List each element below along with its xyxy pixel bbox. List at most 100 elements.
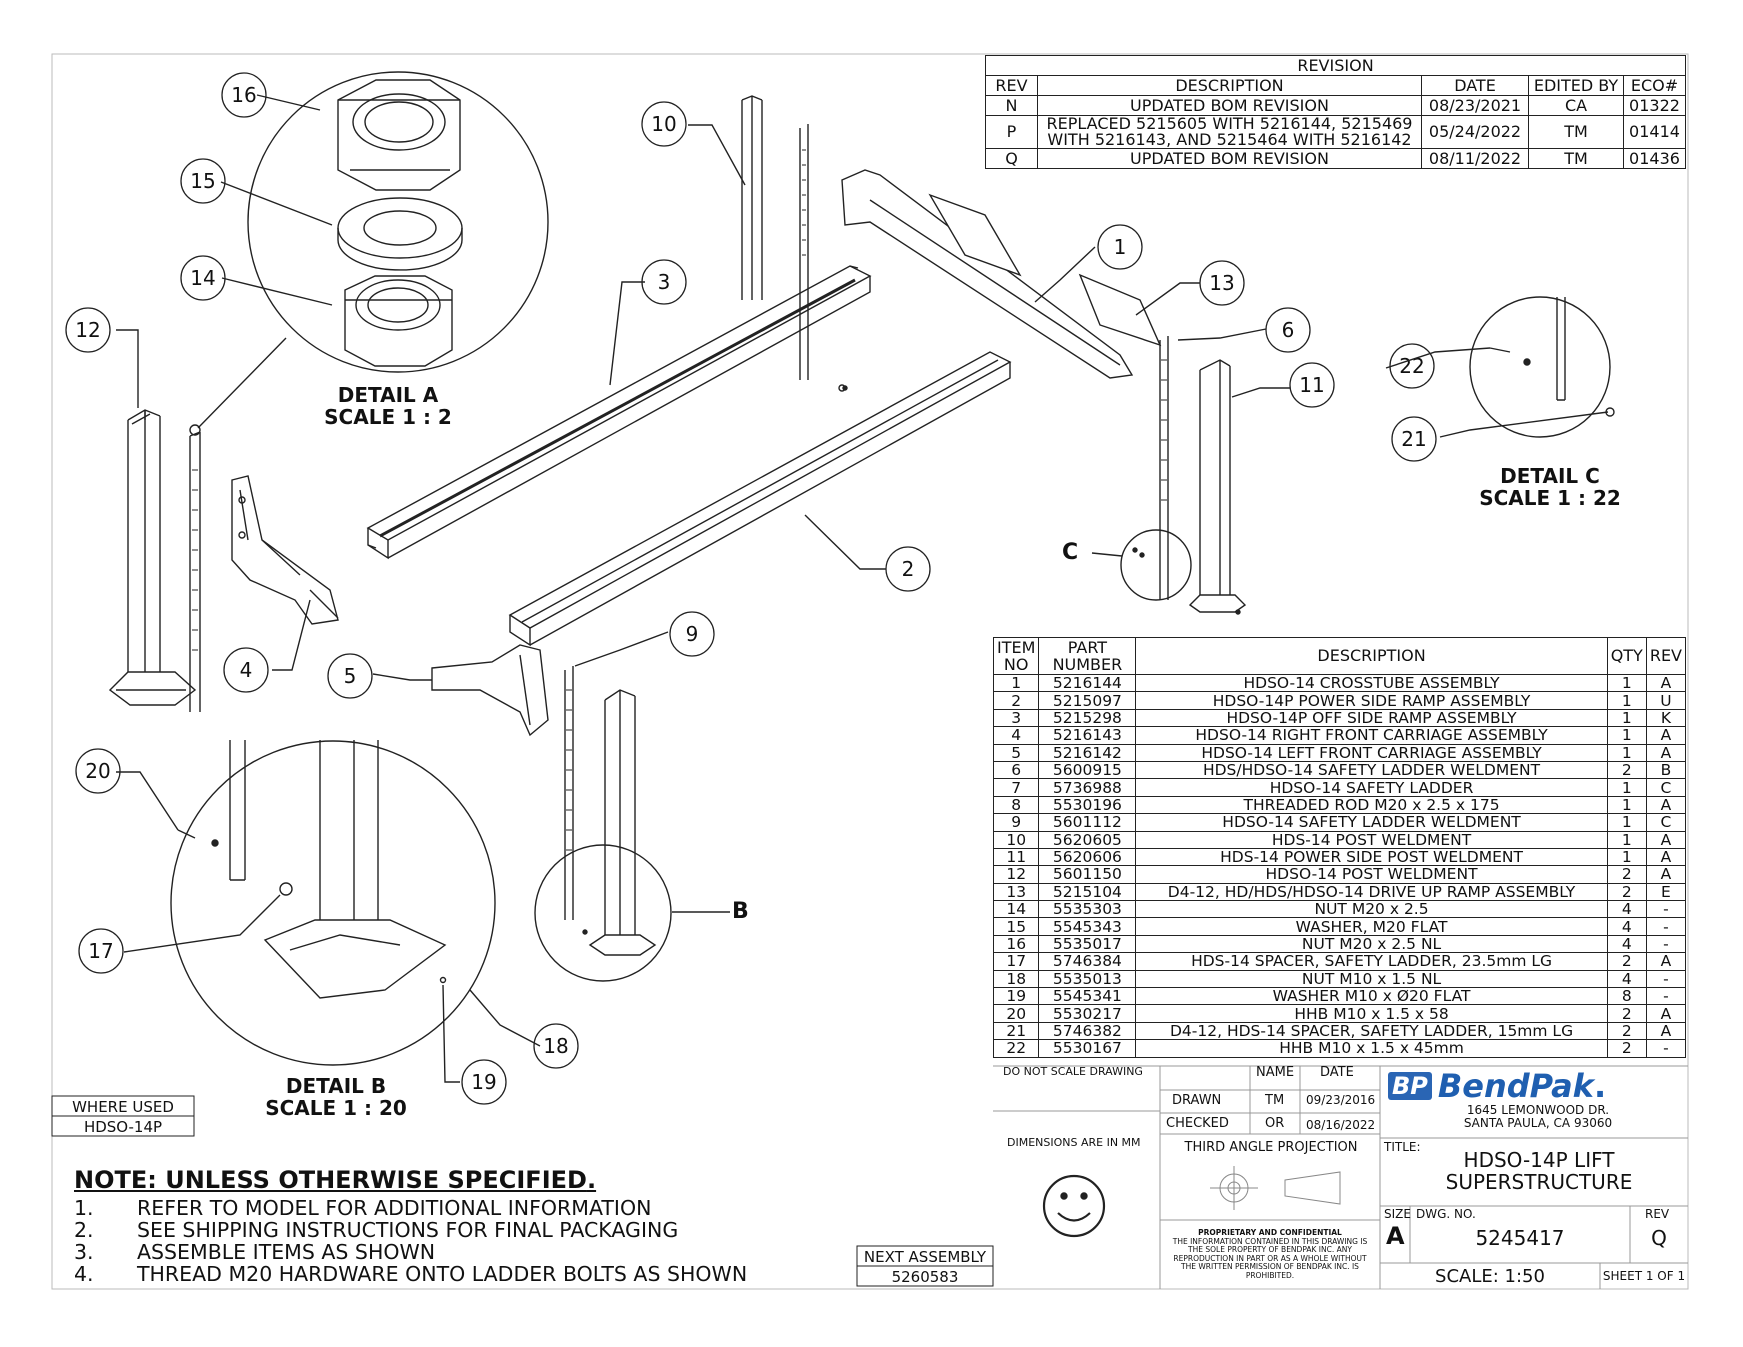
bom-description: HDSO-14P POWER SIDE RAMP ASSEMBLY bbox=[1135, 691, 1608, 710]
title-label: TITLE: bbox=[1384, 1140, 1421, 1154]
bom-item: 8 bbox=[992, 795, 1040, 815]
note-text: THREAD M20 HARDWARE ONTO LADDER BOLTS AS… bbox=[137, 1262, 748, 1286]
revision-description: UPDATED BOM REVISION bbox=[1037, 95, 1422, 116]
bom-qty: 1 bbox=[1606, 778, 1647, 797]
bom-part: 5601150 bbox=[1038, 865, 1137, 884]
bom-item: 2 bbox=[992, 691, 1040, 710]
bom-header-qty: QTY bbox=[1606, 637, 1647, 675]
bom-part: 5215097 bbox=[1038, 691, 1137, 710]
bom-rev: - bbox=[1645, 1039, 1687, 1058]
bom-item: 3 bbox=[992, 708, 1040, 728]
bom-qty: 2 bbox=[1606, 1004, 1647, 1023]
detail-b-callout: B bbox=[732, 899, 749, 924]
detail-b-scale: SCALE 1 : 20 bbox=[265, 1096, 407, 1120]
bom-part: 5216143 bbox=[1038, 726, 1137, 745]
detail-c-marker bbox=[1120, 529, 1192, 601]
notes-title: NOTE: UNLESS OTHERWISE SPECIFIED. bbox=[74, 1166, 596, 1194]
balloon-number: 5 bbox=[344, 664, 357, 688]
bom-item: 9 bbox=[992, 813, 1040, 832]
bom-description: NUT M20 x 2.5 bbox=[1135, 900, 1608, 919]
balloon: 20 bbox=[75, 748, 121, 794]
bom-rev: E bbox=[1645, 882, 1687, 902]
bom-header-part-1: PART bbox=[1067, 638, 1108, 657]
checked-label: CHECKED bbox=[1166, 1116, 1229, 1131]
note-text: REFER TO MODEL FOR ADDITIONAL INFORMATIO… bbox=[137, 1196, 652, 1220]
bom-qty: 1 bbox=[1606, 673, 1647, 693]
bom-rev: - bbox=[1645, 917, 1687, 936]
carriage-5 bbox=[431, 644, 549, 737]
bom-qty: 4 bbox=[1606, 900, 1647, 919]
balloon-number: 20 bbox=[85, 759, 110, 783]
balloon-circle bbox=[327, 653, 373, 699]
rev-value: Q bbox=[1651, 1226, 1667, 1250]
revision-title: REVISION bbox=[985, 55, 1686, 76]
bom-rev: A bbox=[1645, 795, 1687, 815]
bom-description: HDS-14 POST WELDMENT bbox=[1135, 830, 1608, 849]
bom-rev: - bbox=[1645, 900, 1687, 919]
detail-b-marker bbox=[534, 844, 672, 982]
bom-item: 19 bbox=[992, 987, 1040, 1006]
detail-c-callout: C bbox=[1062, 540, 1079, 565]
dwg-no-label: DWG. NO. bbox=[1416, 1207, 1476, 1221]
balloon-circle bbox=[180, 255, 226, 301]
balloon: 10 bbox=[641, 101, 687, 147]
bom-description: HDSO-14 SAFETY LADDER WELDMENT bbox=[1135, 813, 1608, 832]
proprietary-line: REPRODUCTION IN PART OR AS A WHOLE WITHO… bbox=[1173, 1253, 1367, 1263]
detail-c-scale: SCALE 1 : 22 bbox=[1479, 486, 1621, 510]
detail-c-view bbox=[1469, 296, 1615, 438]
bom-rev: C bbox=[1645, 813, 1687, 832]
do-not-scale: DO NOT SCALE DRAWING bbox=[1003, 1065, 1143, 1078]
bom-qty: 2 bbox=[1606, 1039, 1647, 1058]
balloon-circle bbox=[1289, 362, 1335, 408]
size-value: A bbox=[1386, 1222, 1405, 1250]
leader-lines bbox=[116, 94, 1609, 1083]
bom-part: 5216144 bbox=[1038, 673, 1137, 693]
bom-description: HDSO-14 SAFETY LADDER bbox=[1135, 778, 1608, 797]
ladder-9 bbox=[564, 666, 657, 956]
detail-a-scale: SCALE 1 : 2 bbox=[324, 405, 452, 429]
balloon: 21 bbox=[1391, 416, 1437, 462]
bom-description: HDS-14 SPACER, SAFETY LADDER, 23.5mm LG bbox=[1135, 952, 1608, 971]
address-1: 1645 LEMONWOOD DR. bbox=[1466, 1103, 1610, 1117]
bom-item: 4 bbox=[992, 726, 1040, 745]
detail-c-leader bbox=[1091, 552, 1123, 557]
detail-a-view bbox=[197, 71, 549, 429]
bom-qty: 1 bbox=[1606, 813, 1647, 832]
bom-rev: B bbox=[1645, 760, 1687, 780]
bom-item: 10 bbox=[992, 830, 1040, 849]
balloon-number: 3 bbox=[658, 270, 671, 294]
bom-description: HDS/HDSO-14 SAFETY LADDER WELDMENT bbox=[1135, 760, 1608, 780]
proprietary-line: THE WRITTEN PERMISSION OF BENDPAK INC. I… bbox=[1181, 1262, 1359, 1271]
balloon-number: 18 bbox=[543, 1034, 568, 1058]
bom-description: NUT M10 x 1.5 NL bbox=[1135, 969, 1608, 989]
date-header: DATE bbox=[1320, 1065, 1354, 1080]
balloon: 2 bbox=[885, 546, 931, 592]
drawn-date: 09/23/2016 bbox=[1306, 1093, 1376, 1107]
balloon-circle bbox=[461, 1059, 507, 1105]
balloon-circle bbox=[221, 72, 267, 118]
bom-qty: 1 bbox=[1606, 708, 1647, 728]
sheet-value: SHEET 1 OF 1 bbox=[1602, 1269, 1686, 1283]
balloon-number: 13 bbox=[1209, 271, 1234, 295]
balloon: 12 bbox=[65, 307, 111, 353]
notes-title-text: NOTE: UNLESS OTHERWISE SPECIFIED bbox=[74, 1166, 587, 1194]
proprietary-line: PROHIBITED. bbox=[1245, 1270, 1295, 1280]
bom-rev: A bbox=[1645, 847, 1687, 867]
revision-rev: Q bbox=[985, 148, 1038, 169]
power-side-ramp-2 bbox=[508, 351, 1012, 647]
bom-rev: A bbox=[1645, 743, 1687, 762]
revision-header-cell: DESCRIPTION bbox=[1037, 75, 1422, 96]
projection-symbol bbox=[1210, 1166, 1341, 1210]
